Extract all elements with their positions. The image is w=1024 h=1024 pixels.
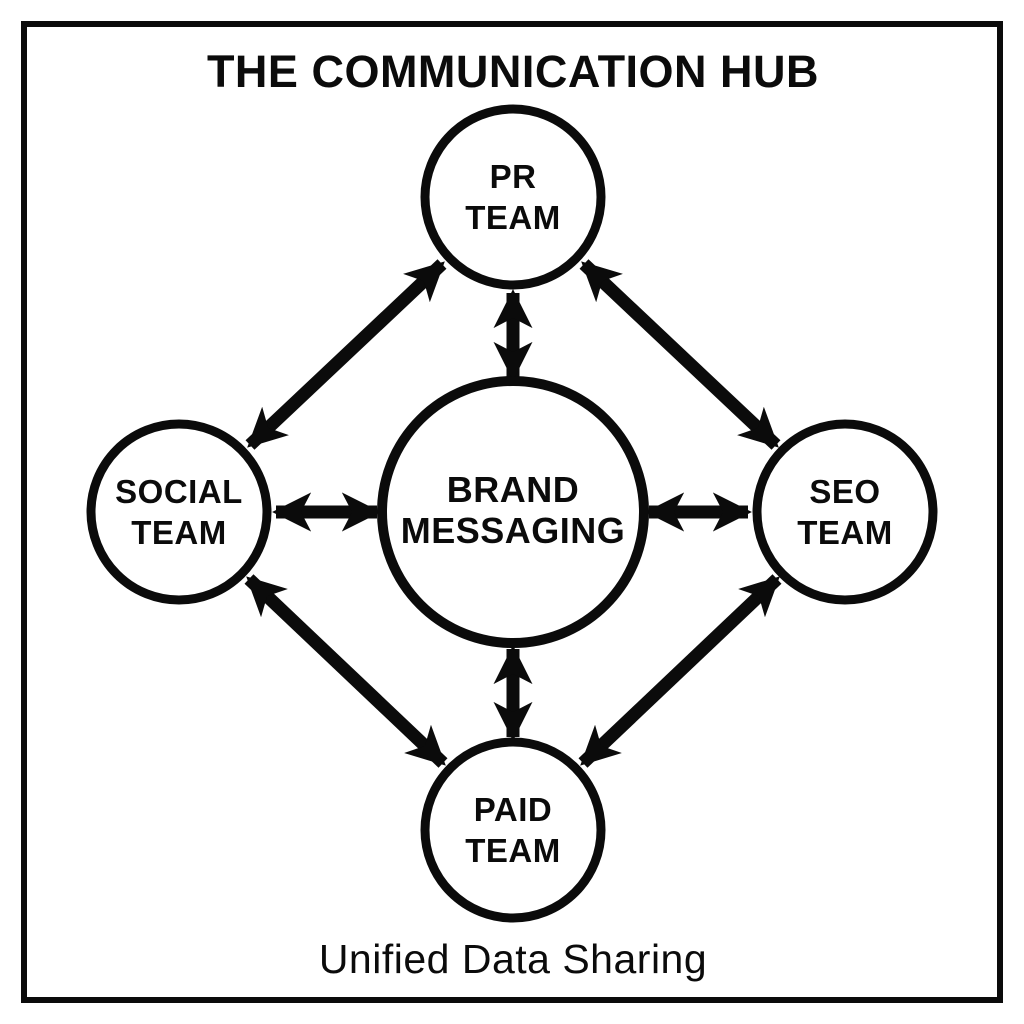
node-seo-team: SEO TEAM (752, 419, 938, 605)
pr-team-label-line2: TEAM (465, 199, 561, 236)
diagram-caption: Unified Data Sharing (319, 936, 707, 982)
pr-team-circle (420, 104, 606, 290)
connector-social-paid (244, 574, 448, 768)
connector-seo-paid (578, 574, 782, 768)
pr-team-label-line1: PR (490, 158, 537, 195)
connector-pr-social (245, 259, 447, 450)
brand-messaging-label-line1: BRAND (447, 469, 580, 510)
brand-messaging-circle (377, 376, 649, 648)
social-team-label-line1: SOCIAL (115, 473, 243, 510)
social-team-circle (86, 419, 272, 605)
seo-team-label-line1: SEO (809, 473, 880, 510)
paid-team-circle (420, 737, 606, 923)
connector-pr-seo (579, 259, 781, 450)
outer-border (21, 21, 1003, 1003)
seo-team-label-line2: TEAM (797, 514, 893, 551)
brand-messaging-label-line2: MESSAGING (401, 510, 626, 551)
paid-team-label-line2: TEAM (465, 832, 561, 869)
node-brand-messaging: BRAND MESSAGING (377, 376, 649, 648)
paid-team-label-line1: PAID (474, 791, 552, 828)
node-paid-team: PAID TEAM (420, 737, 606, 923)
diagram-title: THE COMMUNICATION HUB (207, 46, 819, 97)
node-social-team: SOCIAL TEAM (86, 419, 272, 605)
node-pr-team: PR TEAM (420, 104, 606, 290)
seo-team-circle (752, 419, 938, 605)
social-team-label-line2: TEAM (131, 514, 227, 551)
